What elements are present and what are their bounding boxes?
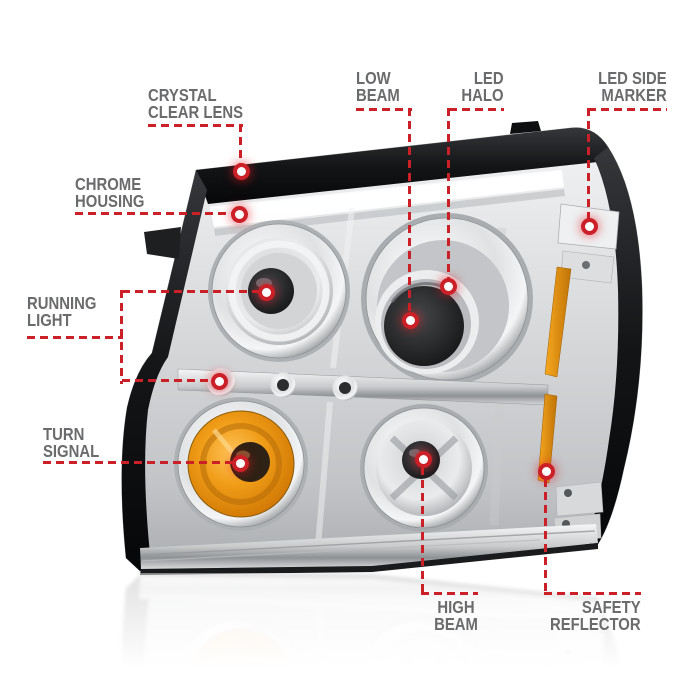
callout-line (421, 592, 478, 595)
callout-line (544, 592, 641, 595)
callout-dot (236, 459, 245, 468)
callout-dot (585, 222, 594, 231)
callout-label-line: CRYSTAL (148, 85, 217, 105)
callout-line (122, 379, 213, 382)
callout-label-line: BEAM (434, 613, 478, 634)
high-beam-lamp (360, 404, 488, 532)
callout-label-line: LED (474, 68, 504, 88)
running-light-lamp (208, 220, 350, 362)
callout-label-line: MARKER (601, 84, 667, 105)
callout-dot (237, 167, 246, 176)
callout-dot (406, 316, 415, 325)
callout-line (588, 108, 667, 111)
callout-line (356, 108, 412, 111)
callout-label-line: BEAM (356, 84, 400, 105)
callout-line (449, 108, 504, 111)
callout-label-line: RUNNING (27, 293, 97, 313)
callout-dot (419, 455, 428, 464)
callout-dot (542, 467, 551, 476)
callout-dot (215, 377, 224, 386)
callout-label: SAFETY REFLECTOR (550, 599, 641, 632)
callout-label-line: TURN (43, 424, 85, 444)
callout-line (544, 479, 547, 593)
callout-label: LED SIDE MARKER (598, 70, 667, 103)
callout-label: HIGH BEAM (414, 599, 499, 632)
callout-label: CRYSTAL CLEAR LENS (148, 87, 243, 120)
callout-dot (262, 288, 271, 297)
callout-label-line: HOUSING (75, 190, 145, 211)
callout-label-line: LIGHT (27, 309, 72, 330)
floor-reflection (0, 571, 700, 700)
callout-line (447, 108, 450, 279)
callout-label-line: HALO (461, 84, 504, 105)
callout-label-line: LOW (356, 68, 391, 88)
callout-label: TURN SIGNAL (43, 426, 99, 459)
callout-line (27, 336, 123, 339)
callout-label: RUNNING LIGHT (27, 295, 96, 328)
callout-line (120, 290, 123, 384)
callout-label-line: REFLECTOR (550, 613, 641, 634)
headlamp-body (121, 121, 643, 575)
callout-line (587, 108, 590, 219)
callout-dot (235, 210, 244, 219)
callout-label: LED HALO (462, 70, 504, 103)
callout-label-line: CHROME (75, 174, 142, 194)
callout-line (421, 467, 424, 593)
callout-line (408, 108, 411, 313)
callout-label-line: CLEAR LENS (148, 101, 244, 122)
callout-label-line: SAFETY (582, 597, 641, 617)
callout-label: LOW BEAM (356, 70, 400, 103)
callout-label-line: SIGNAL (43, 440, 100, 461)
callout-line (43, 461, 233, 464)
callout-line (122, 290, 259, 293)
callout-label-line: HIGH (437, 597, 475, 617)
callout-label-line: LED SIDE (598, 68, 667, 88)
callout-line (239, 124, 242, 166)
low-beam-projector (361, 213, 533, 385)
callout-label: CHROME HOUSING (75, 176, 144, 209)
callout-dot (444, 282, 453, 291)
callout-line (75, 212, 233, 215)
callout-line (148, 124, 243, 127)
